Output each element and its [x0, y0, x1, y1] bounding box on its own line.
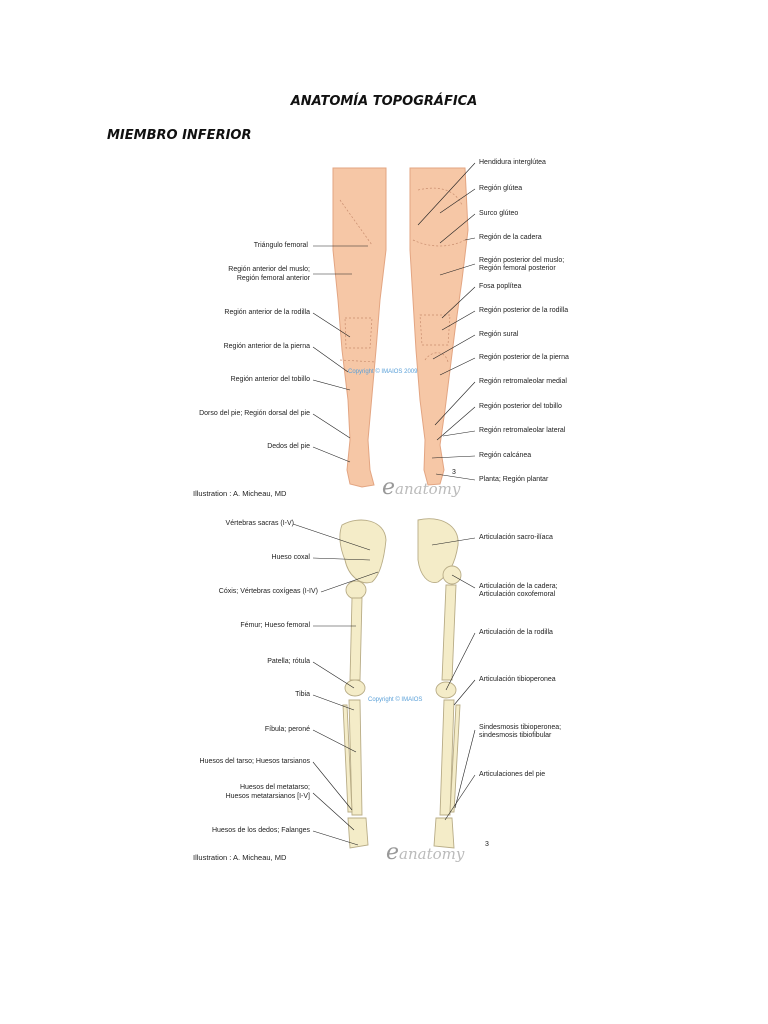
label-region-femoral-anterior: Región femoral anterior: [236, 275, 310, 282]
label-articulaciones-pie: Articulaciones del pie: [479, 771, 546, 778]
label-region-anterior-pierna: Región anterior de la pierna: [223, 343, 310, 350]
label-region-glutea: Región glútea: [479, 185, 523, 192]
label-region-sural: Región sural: [479, 331, 519, 338]
label-region-posterior-rodilla: Región posterior de la rodilla: [479, 307, 569, 314]
label-articulacion-coxofemoral: Articulación coxofemoral: [479, 591, 556, 598]
label-surco-gluteo: Surco glúteo: [479, 210, 519, 217]
label-coxis: Cóxis; Vértebras coxígeas (I-IV): [218, 588, 318, 595]
label-hendidura-interglutea: Hendidura interglútea: [479, 159, 546, 166]
label-hueso-coxal: Hueso coxal: [271, 554, 310, 561]
label-region-anterior-muslo: Región anterior del muslo;: [228, 266, 310, 273]
label-region-posterior-tobillo: Región posterior del tobillo: [479, 403, 562, 410]
label-region-femoral-posterior: Región femoral posterior: [479, 265, 556, 272]
label-huesos-tarso: Huesos del tarso; Huesos tarsianos: [199, 758, 311, 765]
label-region-anterior-tobillo: Región anterior del tobillo: [230, 376, 310, 383]
label-region-anterior-rodilla: Región anterior de la rodilla: [224, 309, 310, 316]
logo-e-icon: e: [386, 840, 400, 865]
label-articulacion-rodilla: Articulación de la rodilla: [479, 629, 553, 636]
label-articulacion-sacroiliaca: Articulación sacro-ilíaca: [479, 534, 553, 541]
section-heading: MIEMBRO INFERIOR: [107, 128, 252, 143]
label-fibula: Fíbula; peroné: [264, 726, 310, 733]
page-marker-top: 3: [452, 469, 456, 476]
label-sindesmosis-tibioperonea: Sindesmosis tibioperonea;: [479, 724, 562, 731]
label-region-cadera: Región de la cadera: [479, 234, 542, 241]
anatomy-logo-top: eanatomy: [382, 475, 461, 500]
logo-e-icon: e: [382, 475, 396, 500]
label-falanges: Huesos de los dedos; Falanges: [211, 827, 310, 834]
label-fosa-poplitea: Fosa poplítea: [479, 283, 522, 290]
label-articulacion-cadera: Articulación de la cadera;: [479, 583, 558, 590]
anatomy-logo-bottom: eanatomy: [386, 840, 465, 865]
label-triangulo-femoral: Triángulo femoral: [253, 242, 308, 249]
label-huesos-metatarso: Huesos del metatarso;: [239, 784, 310, 791]
label-dedos-pie: Dedos del pie: [267, 443, 310, 450]
label-region-posterior-muslo: Región posterior del muslo;: [479, 257, 565, 264]
watermark-top: Copyright © IMAIOS 2009: [348, 369, 418, 375]
label-region-calcanea: Región calcánea: [479, 452, 532, 459]
label-sindesmosis-tibiofibular: sindesmosis tibiofibular: [479, 732, 552, 739]
label-dorso-pie: Dorso del pie; Región dorsal del pie: [199, 410, 310, 417]
document-title: ANATOMÍA TOPOGRÁFICA: [290, 94, 478, 109]
label-region-retromaleolar-medial: Región retromaleolar medial: [479, 378, 567, 385]
label-region-posterior-pierna: Región posterior de la pierna: [479, 354, 569, 361]
label-huesos-metatarsianos: Huesos metatarsianos [I-V]: [225, 793, 310, 800]
label-region-retromaleolar-lateral: Región retromaleolar lateral: [479, 427, 566, 434]
label-tibia: Tibia: [295, 691, 310, 698]
label-femur: Fémur; Hueso femoral: [240, 622, 310, 629]
credit-bottom: Illustration : A. Micheau, MD: [193, 853, 287, 862]
label-vertebras-sacras: Vértebras sacras (I-V): [225, 520, 294, 527]
page-marker-bottom: 3: [485, 841, 489, 848]
watermark-bottom: Copyright © IMAIOS: [368, 697, 423, 703]
label-articulacion-tibioperonea: Articulación tibioperonea: [479, 676, 556, 683]
label-patella: Patella; rótula: [267, 658, 310, 665]
label-planta-region-plantar: Planta; Región plantar: [479, 476, 549, 483]
credit-top: Illustration : A. Micheau, MD: [193, 489, 287, 498]
